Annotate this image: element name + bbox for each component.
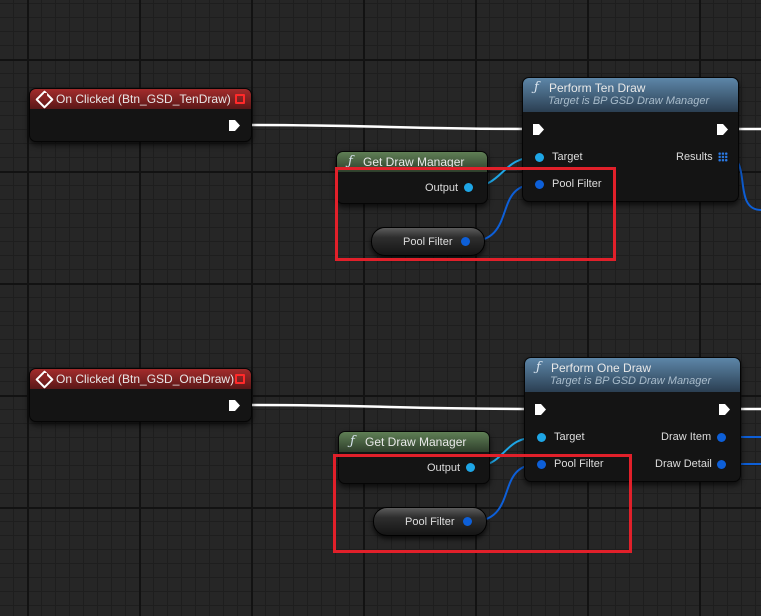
event-node-ten-draw[interactable]: On Clicked (Btn_GSD_TenDraw) bbox=[29, 88, 252, 142]
get-draw-manager-node-bottom[interactable]: ƒ Get Draw Manager Output bbox=[338, 431, 490, 484]
results-pin-label: Results bbox=[676, 151, 713, 163]
target-pin[interactable] bbox=[537, 433, 546, 442]
function-f-icon: ƒ bbox=[348, 154, 353, 169]
function-node-subtitle: Target is BP GSD Draw Manager bbox=[550, 375, 712, 387]
function-node-title: Perform Ten Draw bbox=[549, 81, 646, 95]
highlight-box-bottom bbox=[333, 454, 632, 553]
draw-item-pin-label: Draw Item bbox=[661, 431, 712, 443]
draw-item-pin[interactable] bbox=[717, 433, 726, 442]
pool-filter-output-pin[interactable] bbox=[463, 517, 472, 526]
pool-filter-input-pin[interactable] bbox=[537, 460, 546, 469]
function-node-header: ƒ Perform Ten Draw Target is BP GSD Draw… bbox=[523, 78, 738, 112]
target-pin-label: Target bbox=[552, 151, 583, 163]
function-f-icon: ƒ bbox=[536, 360, 541, 375]
exec-in-pin-icon[interactable] bbox=[533, 124, 544, 135]
exec-out-pin-icon[interactable] bbox=[719, 404, 730, 415]
function-node-header: ƒ Perform One Draw Target is BP GSD Draw… bbox=[525, 358, 740, 392]
function-f-icon: ƒ bbox=[534, 80, 539, 95]
target-pin[interactable] bbox=[535, 153, 544, 162]
event-node-header: On Clicked (Btn_GSD_OneDraw) bbox=[30, 369, 251, 389]
pool-filter-label: Pool Filter bbox=[403, 236, 453, 248]
perform-ten-draw-node[interactable]: ƒ Perform Ten Draw Target is BP GSD Draw… bbox=[522, 77, 739, 202]
event-diamond-icon bbox=[35, 90, 54, 109]
exec-in-pin-icon[interactable] bbox=[535, 404, 546, 415]
highlight-box-top bbox=[335, 167, 616, 261]
event-node-title: On Clicked (Btn_GSD_TenDraw) bbox=[56, 92, 231, 106]
array-grid-icon[interactable] bbox=[718, 152, 728, 162]
pool-filter-label: Pool Filter bbox=[405, 516, 455, 528]
pool-filter-input-pin[interactable] bbox=[535, 180, 544, 189]
delegate-pin-icon[interactable] bbox=[235, 374, 245, 384]
pool-filter-output-pin[interactable] bbox=[461, 237, 470, 246]
delegate-pin-icon[interactable] bbox=[235, 94, 245, 104]
pool-filter-input-label: Pool Filter bbox=[552, 178, 602, 190]
perform-one-draw-node[interactable]: ƒ Perform One Draw Target is BP GSD Draw… bbox=[524, 357, 741, 482]
exec-pin-icon[interactable] bbox=[229, 400, 240, 411]
output-pin-label: Output bbox=[427, 462, 461, 474]
function-f-icon: ƒ bbox=[350, 434, 355, 449]
event-diamond-icon bbox=[35, 370, 54, 389]
output-pin-label: Output bbox=[425, 182, 459, 194]
exec-out-pin-icon[interactable] bbox=[717, 124, 728, 135]
event-node-header: On Clicked (Btn_GSD_TenDraw) bbox=[30, 89, 251, 109]
draw-detail-pin-label: Draw Detail bbox=[655, 458, 712, 470]
draw-detail-pin[interactable] bbox=[717, 460, 726, 469]
getter-node-title: Get Draw Manager bbox=[365, 435, 467, 449]
getter-node-header: ƒ Get Draw Manager bbox=[339, 432, 489, 452]
function-node-subtitle: Target is BP GSD Draw Manager bbox=[548, 95, 710, 107]
getter-node-title: Get Draw Manager bbox=[363, 155, 465, 169]
target-pin-label: Target bbox=[554, 431, 585, 443]
function-node-title: Perform One Draw bbox=[551, 361, 652, 375]
pool-filter-input-label: Pool Filter bbox=[554, 458, 604, 470]
exec-wire-top[interactable] bbox=[242, 123, 536, 131]
exec-pin-icon[interactable] bbox=[229, 120, 240, 131]
event-node-one-draw[interactable]: On Clicked (Btn_GSD_OneDraw) bbox=[29, 368, 252, 422]
event-node-title: On Clicked (Btn_GSD_OneDraw) bbox=[56, 372, 235, 386]
exec-wire-bottom[interactable] bbox=[242, 403, 538, 411]
